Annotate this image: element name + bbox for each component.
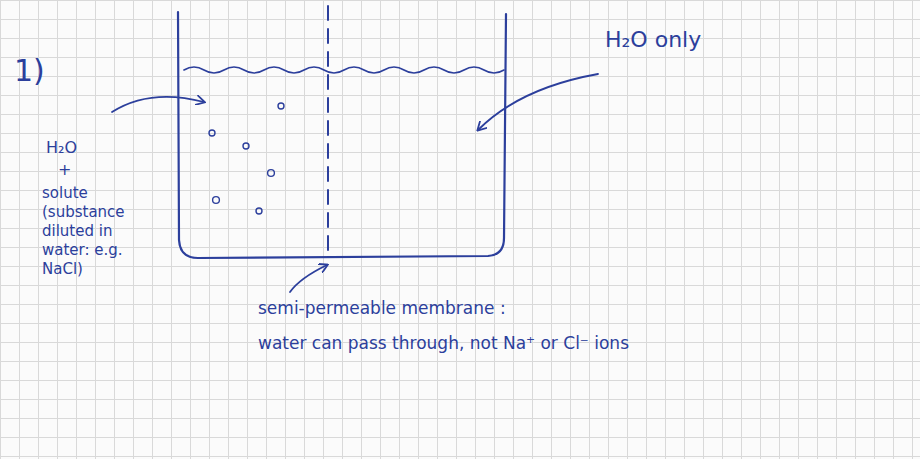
solute-particle [243,143,249,149]
region-label: H₂O only [605,26,701,54]
solute-particle [256,208,262,214]
solute-particle [278,103,284,109]
leader-arrow [112,97,204,112]
solute-particle [213,197,220,204]
region-label: + [58,160,71,180]
region-label: H₂O [46,138,77,158]
callout-number: 1) [14,52,45,90]
note-text: water can pass through, not Na⁺ or Cl⁻ i… [258,333,629,354]
solute-particle [268,170,275,177]
membrane-line [327,6,329,256]
beaker-outline [178,12,506,258]
leader-arrow [478,74,598,130]
membrane-label: semi-permeable membrane : [258,298,506,319]
water-surface [184,67,504,73]
note-text: solute (substance diluted in water: e.g.… [42,184,142,279]
leader-arrow [290,265,327,292]
solute-particle [209,130,215,136]
